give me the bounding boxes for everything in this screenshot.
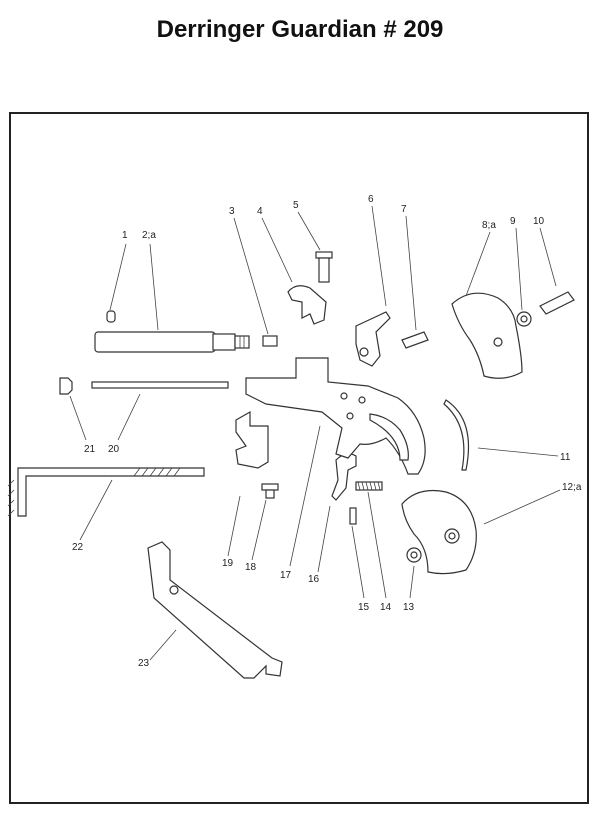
part-4-hammer (287, 285, 327, 325)
label-part-11: 11 (560, 452, 571, 463)
label-part-7: 7 (401, 204, 407, 215)
label-part-10: 10 (533, 216, 545, 227)
label-part-8a: 8;a (482, 220, 496, 231)
label-part-13: 13 (403, 602, 415, 613)
part-13-washer (406, 547, 422, 563)
label-part-3: 3 (229, 206, 235, 217)
part-7-screw (401, 331, 429, 349)
label-part-22: 22 (72, 542, 84, 553)
label-part-17: 17 (280, 570, 292, 581)
part-8a-grip-left (451, 292, 523, 379)
label-part-20: 20 (108, 444, 120, 455)
label-part-2a: 2;a (142, 230, 156, 241)
part-17-frame (245, 357, 426, 475)
part-2a-barrel (94, 331, 250, 353)
label-part-19: 19 (222, 558, 234, 569)
label-part-16: 16 (308, 574, 320, 585)
part-9-washer (516, 311, 532, 327)
diagram-frame (9, 112, 589, 804)
part-12a-grip-right (401, 489, 477, 575)
part-14-coil-spring (355, 481, 383, 491)
part-5-screw (315, 251, 333, 283)
part-11-spring (443, 399, 470, 471)
part-21-pin (59, 377, 73, 395)
label-part-23: 23 (138, 658, 150, 669)
leader-lines (69, 205, 561, 661)
part-22-tool (7, 467, 205, 517)
part-18-screw (261, 483, 279, 499)
label-part-6: 6 (368, 194, 374, 205)
label-part-4: 4 (257, 206, 263, 217)
page-title: Derringer Guardian # 209 (156, 16, 444, 43)
part-6-lever (355, 311, 391, 367)
label-part-14: 14 (380, 602, 392, 613)
part-23-tool (147, 541, 283, 679)
part-3-screw (262, 335, 278, 347)
label-part-5: 5 (293, 200, 299, 211)
part-1-pin (106, 310, 116, 323)
part-16-trigger (331, 453, 357, 501)
part-15-pin (349, 507, 357, 525)
label-part-12a: 12;a (562, 482, 582, 493)
part-20-rod (91, 381, 229, 389)
label-part-15: 15 (358, 602, 370, 613)
label-part-18: 18 (245, 562, 257, 573)
label-part-21: 21 (84, 444, 96, 455)
label-part-9: 9 (510, 216, 516, 227)
part-19-block (235, 410, 269, 469)
part-10-screw (539, 291, 575, 315)
label-part-1: 1 (122, 230, 128, 241)
